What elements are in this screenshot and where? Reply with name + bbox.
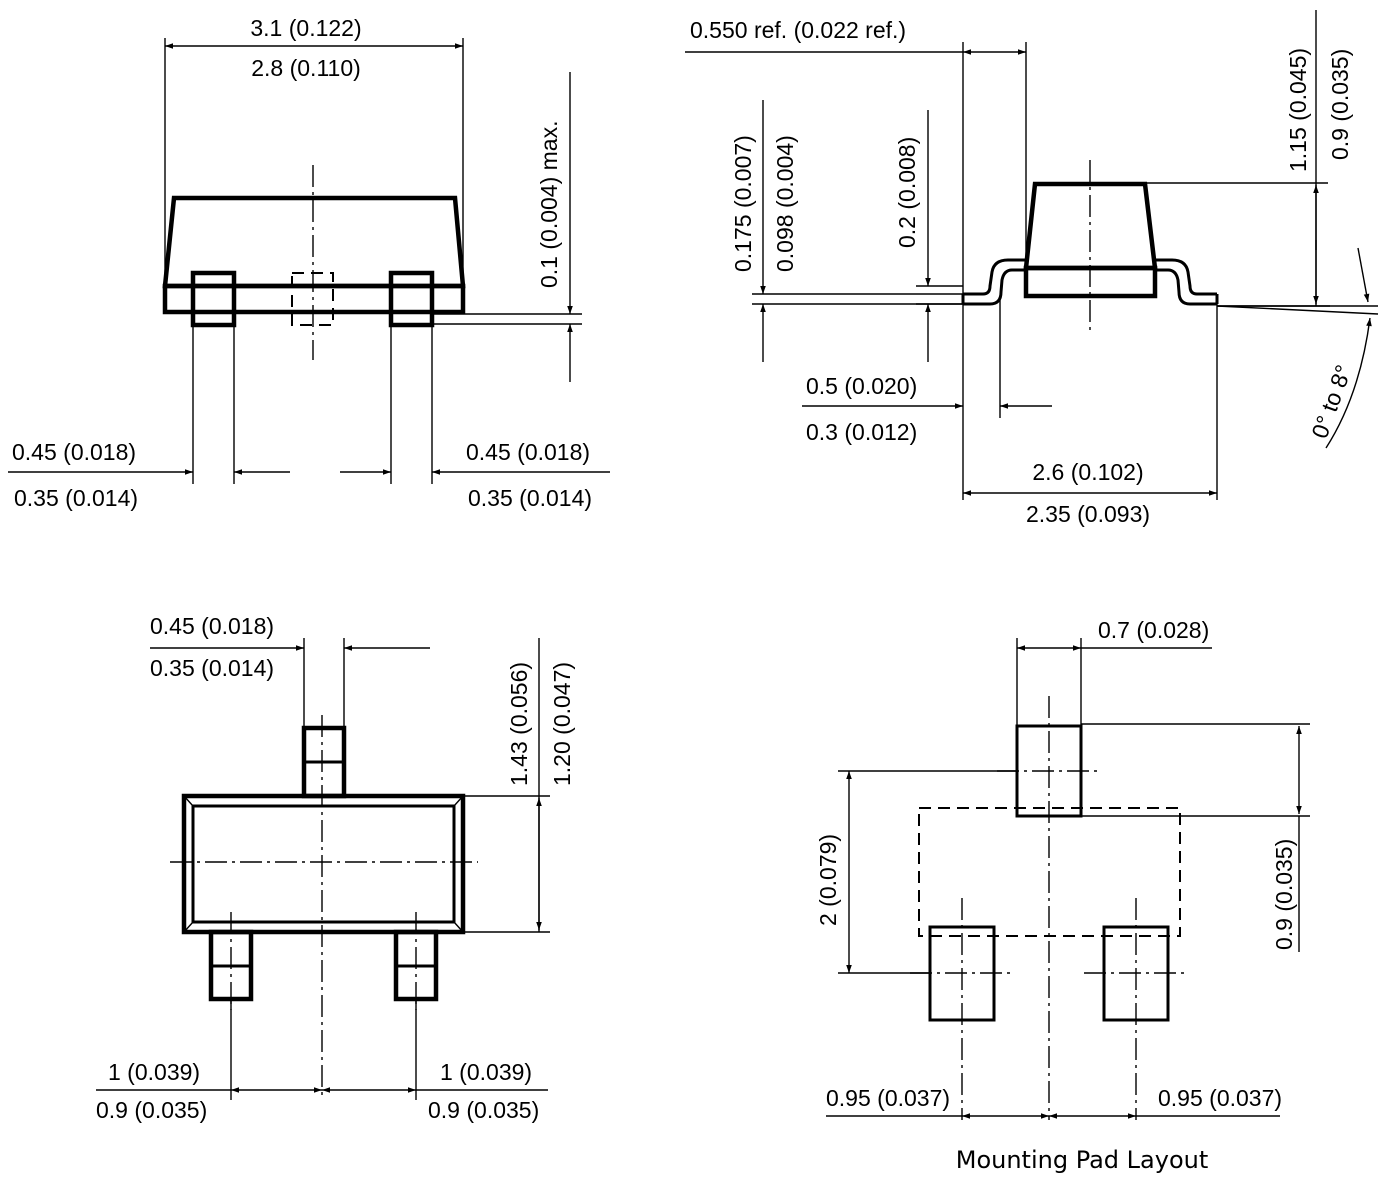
top-pitch-right-min: 0.9 (0.035) xyxy=(428,1097,539,1123)
pad-row-spacing: 2 (0.079) xyxy=(815,834,841,926)
side-span-min: 2.35 (0.093) xyxy=(1026,501,1150,527)
top-lead-min: 0.35 (0.014) xyxy=(150,655,274,681)
pad-layout: 0.7 (0.028) 0.9 (0.035) 2 (0.079) 0.95 (… xyxy=(815,617,1310,1174)
side-foot-max: 0.5 (0.020) xyxy=(806,373,917,399)
top-body-max: 1.43 (0.056) xyxy=(506,662,532,786)
pad-pitch-right: 0.95 (0.037) xyxy=(1158,1085,1282,1111)
front-lead-right-max: 0.45 (0.018) xyxy=(466,439,590,465)
top-pitch-left-min: 0.9 (0.035) xyxy=(96,1097,207,1123)
side-foot-min: 0.3 (0.012) xyxy=(806,419,917,445)
front-standoff: 0.1 (0.004) max. xyxy=(536,121,562,288)
pad-height: 0.9 (0.035) xyxy=(1271,839,1297,950)
top-lead-max: 0.45 (0.018) xyxy=(150,613,274,639)
side-view: 0.550 ref. (0.022 ref.) 0.175 (0.007) 0.… xyxy=(685,10,1379,527)
front-width-min: 2.8 (0.110) xyxy=(251,55,361,81)
top-pitch-left-max: 1 (0.039) xyxy=(108,1059,200,1085)
side-lead-thick-max: 0.175 (0.007) xyxy=(730,135,756,272)
top-pitch-right-max: 1 (0.039) xyxy=(440,1059,532,1085)
top-body-min: 1.20 (0.047) xyxy=(549,662,575,786)
side-gauge: 0.2 (0.008) xyxy=(894,137,920,248)
side-height-max: 1.15 (0.045) xyxy=(1285,48,1311,172)
front-width-max: 3.1 (0.122) xyxy=(250,15,361,41)
pad-pitch-left: 0.95 (0.037) xyxy=(826,1085,950,1111)
front-lead-left-min: 0.35 (0.014) xyxy=(14,485,138,511)
front-view: 3.1 (0.122) 2.8 (0.110) 0.1 (0.004) max.… xyxy=(8,15,610,511)
side-lead-thick-min: 0.098 (0.004) xyxy=(772,135,798,272)
top-view: 0.45 (0.018) 0.35 (0.014) 1.43 (0.056) 1… xyxy=(96,613,575,1123)
front-lead-left-max: 0.45 (0.018) xyxy=(12,439,136,465)
pad-width: 0.7 (0.028) xyxy=(1098,617,1209,643)
side-ref: 0.550 ref. (0.022 ref.) xyxy=(690,17,906,43)
front-lead-right-min: 0.35 (0.014) xyxy=(468,485,592,511)
pad-layout-caption: Mounting Pad Layout xyxy=(956,1146,1209,1174)
side-span-max: 2.6 (0.102) xyxy=(1032,459,1143,485)
side-height-min: 0.9 (0.035) xyxy=(1327,49,1353,160)
